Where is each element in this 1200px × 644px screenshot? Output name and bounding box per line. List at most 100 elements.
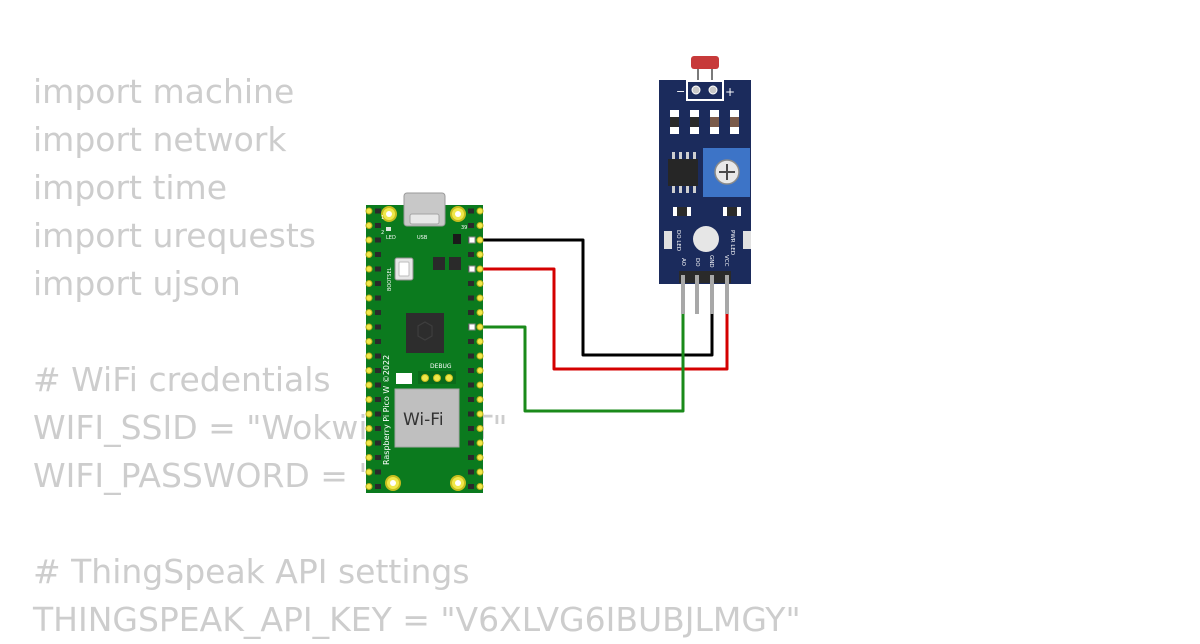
pico-pin-pad[interactable]	[365, 338, 373, 345]
pico-pin-gnd[interactable]	[468, 236, 476, 244]
pico-pin-pad[interactable]	[365, 323, 373, 331]
pico-pin-vcc[interactable]	[468, 265, 476, 273]
pico-pin-socket	[468, 353, 474, 359]
usb-label: USB	[417, 235, 428, 241]
pico-pin-socket	[375, 223, 381, 228]
pico-pin-pad[interactable]	[365, 381, 373, 389]
code-line: import urequests	[33, 216, 316, 255]
pico-pin-socket	[375, 208, 381, 214]
pico-pin-pad[interactable]	[476, 439, 484, 447]
ldr-minus-label: −	[676, 85, 685, 98]
pico-pin-pad[interactable]	[476, 309, 484, 316]
pico-pin-pad[interactable]	[365, 483, 373, 490]
pico-pin-socket	[375, 353, 381, 359]
pico-pin-socket	[375, 310, 381, 315]
pico-pin-pad[interactable]	[476, 352, 484, 360]
ldr-sensor-module[interactable]: − +	[659, 56, 751, 314]
pico-pin-pad[interactable]	[365, 222, 373, 229]
debug-label: DEBUG	[430, 363, 452, 370]
pico-pin-pad[interactable]	[476, 294, 484, 302]
sensor-pin-ao[interactable]	[681, 275, 685, 314]
pico-pin-pad[interactable]	[365, 236, 373, 244]
pico-model-label: Raspberry Pi Pico W ©2022	[382, 355, 391, 465]
pico-pin-socket	[468, 397, 474, 402]
flash-chip	[433, 257, 445, 270]
pico-pin-socket	[468, 440, 474, 446]
pico-pin-socket	[375, 368, 381, 373]
pico-pin-pad[interactable]	[365, 280, 373, 287]
pico-pin-socket	[468, 411, 474, 417]
pico-pin-socket	[468, 281, 474, 286]
pico-pin-pad[interactable]	[365, 265, 373, 273]
code-line: import machine	[33, 72, 295, 111]
pico-pin-pad[interactable]	[476, 280, 484, 287]
pico-pin-socket	[375, 455, 381, 460]
pico-pin-socket	[375, 411, 381, 417]
sensor-pin-label-vcc: VCC	[723, 255, 729, 267]
ldr-photoresistor[interactable]	[691, 56, 719, 69]
pico-pin-socket	[375, 295, 381, 301]
sensor-pin-do[interactable]	[695, 275, 699, 314]
pico-pin-socket	[375, 339, 381, 344]
pico-pin-pad[interactable]	[365, 410, 373, 418]
pico-pin-pad[interactable]	[476, 483, 484, 490]
pico-pin-pad[interactable]	[365, 251, 373, 258]
pico-pin-pad[interactable]	[476, 323, 484, 331]
pico-pin-pad[interactable]	[476, 396, 484, 403]
pin1-label: 1	[381, 215, 384, 221]
code-line: # WiFi credentials	[33, 360, 331, 399]
sensitivity-potentiometer[interactable]	[703, 148, 750, 197]
wire-ao[interactable]	[472, 312, 685, 413]
pico-pin-pad[interactable]	[476, 381, 484, 389]
pico-pin-pad[interactable]	[365, 207, 373, 215]
pico-pin-pad[interactable]	[476, 222, 484, 229]
pico-pin-pad[interactable]	[365, 468, 373, 476]
pico-pin-socket	[468, 426, 474, 431]
do-led	[664, 231, 672, 249]
pico-pin-socket	[375, 426, 381, 431]
sensor-pin-label-gnd: GND	[708, 255, 714, 268]
pico-pin-pad[interactable]	[365, 439, 373, 447]
pico-pin-socket	[468, 484, 474, 489]
pico-pin-pad[interactable]	[476, 251, 484, 258]
pico-left-header	[365, 207, 381, 490]
pico-pin-pad[interactable]	[476, 425, 484, 432]
led-label: LED	[386, 235, 396, 241]
wire-vcc[interactable]	[472, 267, 729, 371]
do-led-label: DO LED	[675, 230, 681, 251]
pico-pin-socket	[375, 484, 381, 489]
sensor-element	[693, 226, 719, 252]
pwr-led-label: PWR LED	[729, 230, 735, 255]
code-line: import network	[33, 120, 287, 159]
pico-pin-pad[interactable]	[365, 454, 373, 461]
pico-pin-pad[interactable]	[476, 236, 484, 244]
pico-pin-pad[interactable]	[476, 410, 484, 418]
pico-pin-pad[interactable]	[365, 309, 373, 316]
pico-pin-socket	[375, 266, 381, 272]
pico-pin-pad[interactable]	[365, 425, 373, 432]
onboard-led	[386, 227, 391, 231]
pico-pin-pad[interactable]	[365, 367, 373, 374]
ldr-plus-label: +	[725, 85, 735, 99]
pico-pin-socket	[468, 382, 474, 388]
sensor-pin-label-do: DO	[694, 258, 700, 267]
pico-pin-socket	[375, 382, 381, 388]
pico-pin-pad[interactable]	[476, 207, 484, 215]
pico-pin-socket	[468, 295, 474, 301]
pico-pin-pad[interactable]	[476, 468, 484, 476]
pico-pin-pad[interactable]	[476, 454, 484, 461]
pico-pin-pad[interactable]	[365, 352, 373, 360]
sensor-pin-gnd[interactable]	[710, 275, 714, 314]
debug-led	[396, 373, 412, 384]
pico-pin-pad[interactable]	[476, 265, 484, 273]
pico-pin-socket	[375, 252, 381, 257]
pico-pin-pad[interactable]	[365, 396, 373, 403]
sensor-pin-vcc[interactable]	[725, 275, 729, 314]
pico-pin-pad[interactable]	[365, 294, 373, 302]
pico-pin-adc[interactable]	[468, 323, 476, 331]
pico-pin-pad[interactable]	[476, 367, 484, 374]
pico-w-board[interactable]: 1 2 39 LED USB BOOTSEL Raspberry Pi Pico…	[365, 192, 484, 493]
code-line: # ThingSpeak API settings	[33, 552, 470, 591]
wire-gnd[interactable]	[472, 238, 714, 357]
pico-pin-pad[interactable]	[476, 338, 484, 345]
